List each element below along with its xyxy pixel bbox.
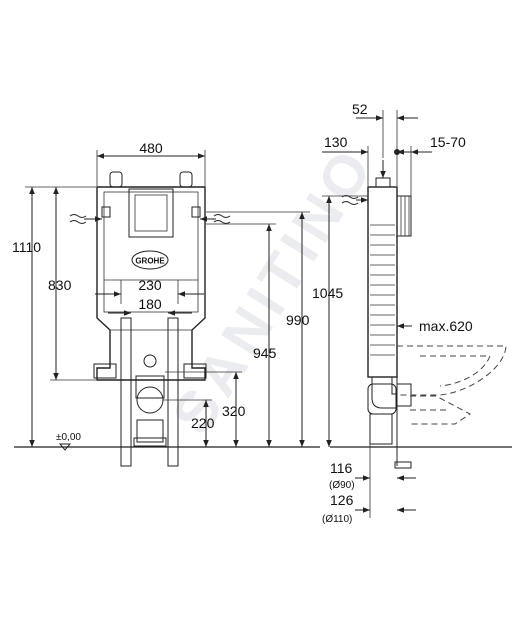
- side-actuator-threads: [400, 196, 410, 236]
- dim-130-label: 130: [324, 134, 348, 150]
- drain-elbow-body: [135, 375, 165, 399]
- dim-15-70-point: [394, 149, 400, 155]
- frame-foot-left: [93, 363, 117, 379]
- drain-outlet-circle: [136, 386, 164, 414]
- dim-52-label: 52: [352, 101, 368, 117]
- dim-1110-label: 1110: [12, 239, 41, 255]
- front-hole-right: [191, 206, 201, 218]
- side-drain-down-pipe: [369, 413, 393, 445]
- dim-945-label: 945: [253, 345, 277, 361]
- dim-180-label: 180: [138, 296, 162, 312]
- drain-pipe-lower: [136, 419, 164, 443]
- dim-830-label: 830: [48, 277, 72, 293]
- dim-220-label: 220: [191, 415, 215, 431]
- wc-trap-outline: [410, 395, 471, 425]
- dim-max-620-label: max.620: [419, 318, 473, 334]
- drain-upper-circle: [143, 354, 157, 368]
- grohe-logo-badge: [131, 250, 169, 270]
- front-hole-left: [101, 206, 111, 218]
- water-inlet-right-icon: [213, 214, 231, 224]
- side-actuator-stub: [396, 195, 412, 237]
- drain-pipe-end: [133, 437, 167, 447]
- dim-diameter-90-label: (Ø90): [329, 480, 355, 491]
- dim-230-label: 230: [138, 277, 162, 293]
- side-drain-elbow: [371, 377, 397, 409]
- side-frame-body: [367, 186, 398, 378]
- side-view: 52 130 15-70 1045 max.620 116 (Ø90) 126 …: [312, 101, 512, 525]
- dim-990-label: 990: [286, 312, 310, 328]
- frame-top-tab-right: [179, 171, 193, 188]
- water-inlet-left-icon: [69, 214, 87, 224]
- grohe-logo-text: GROHE: [135, 257, 165, 266]
- side-foot: [394, 461, 412, 469]
- side-frame-rungs: [370, 224, 395, 356]
- dim-diameter-110-label: (Ø110): [322, 514, 352, 525]
- dim-1045-label: 1045: [312, 285, 343, 301]
- dim-480-label: 480: [139, 140, 163, 156]
- frame-leg-left: [120, 317, 132, 467]
- wc-bowl-outline: [397, 345, 507, 396]
- actuator-plate-inner: [134, 194, 168, 232]
- dim-116-label: 116: [330, 460, 353, 476]
- dim-15-70-label: 15-70: [430, 134, 466, 150]
- actuator-plate: [128, 188, 174, 238]
- frame-top-tab-left: [109, 171, 123, 188]
- wc-bowl-inner: [420, 355, 491, 387]
- floor-level-label: ±0,00: [56, 432, 81, 443]
- frame-foot-right: [183, 363, 207, 379]
- dim-126-label: 126: [330, 492, 354, 508]
- frame-leg-right: [167, 317, 179, 467]
- dim-320-label: 320: [222, 403, 246, 419]
- frame-inner-panel: [103, 191, 199, 313]
- front-view: ±0,00 GROHE: [12, 140, 320, 467]
- floor-level-marker: [58, 443, 72, 451]
